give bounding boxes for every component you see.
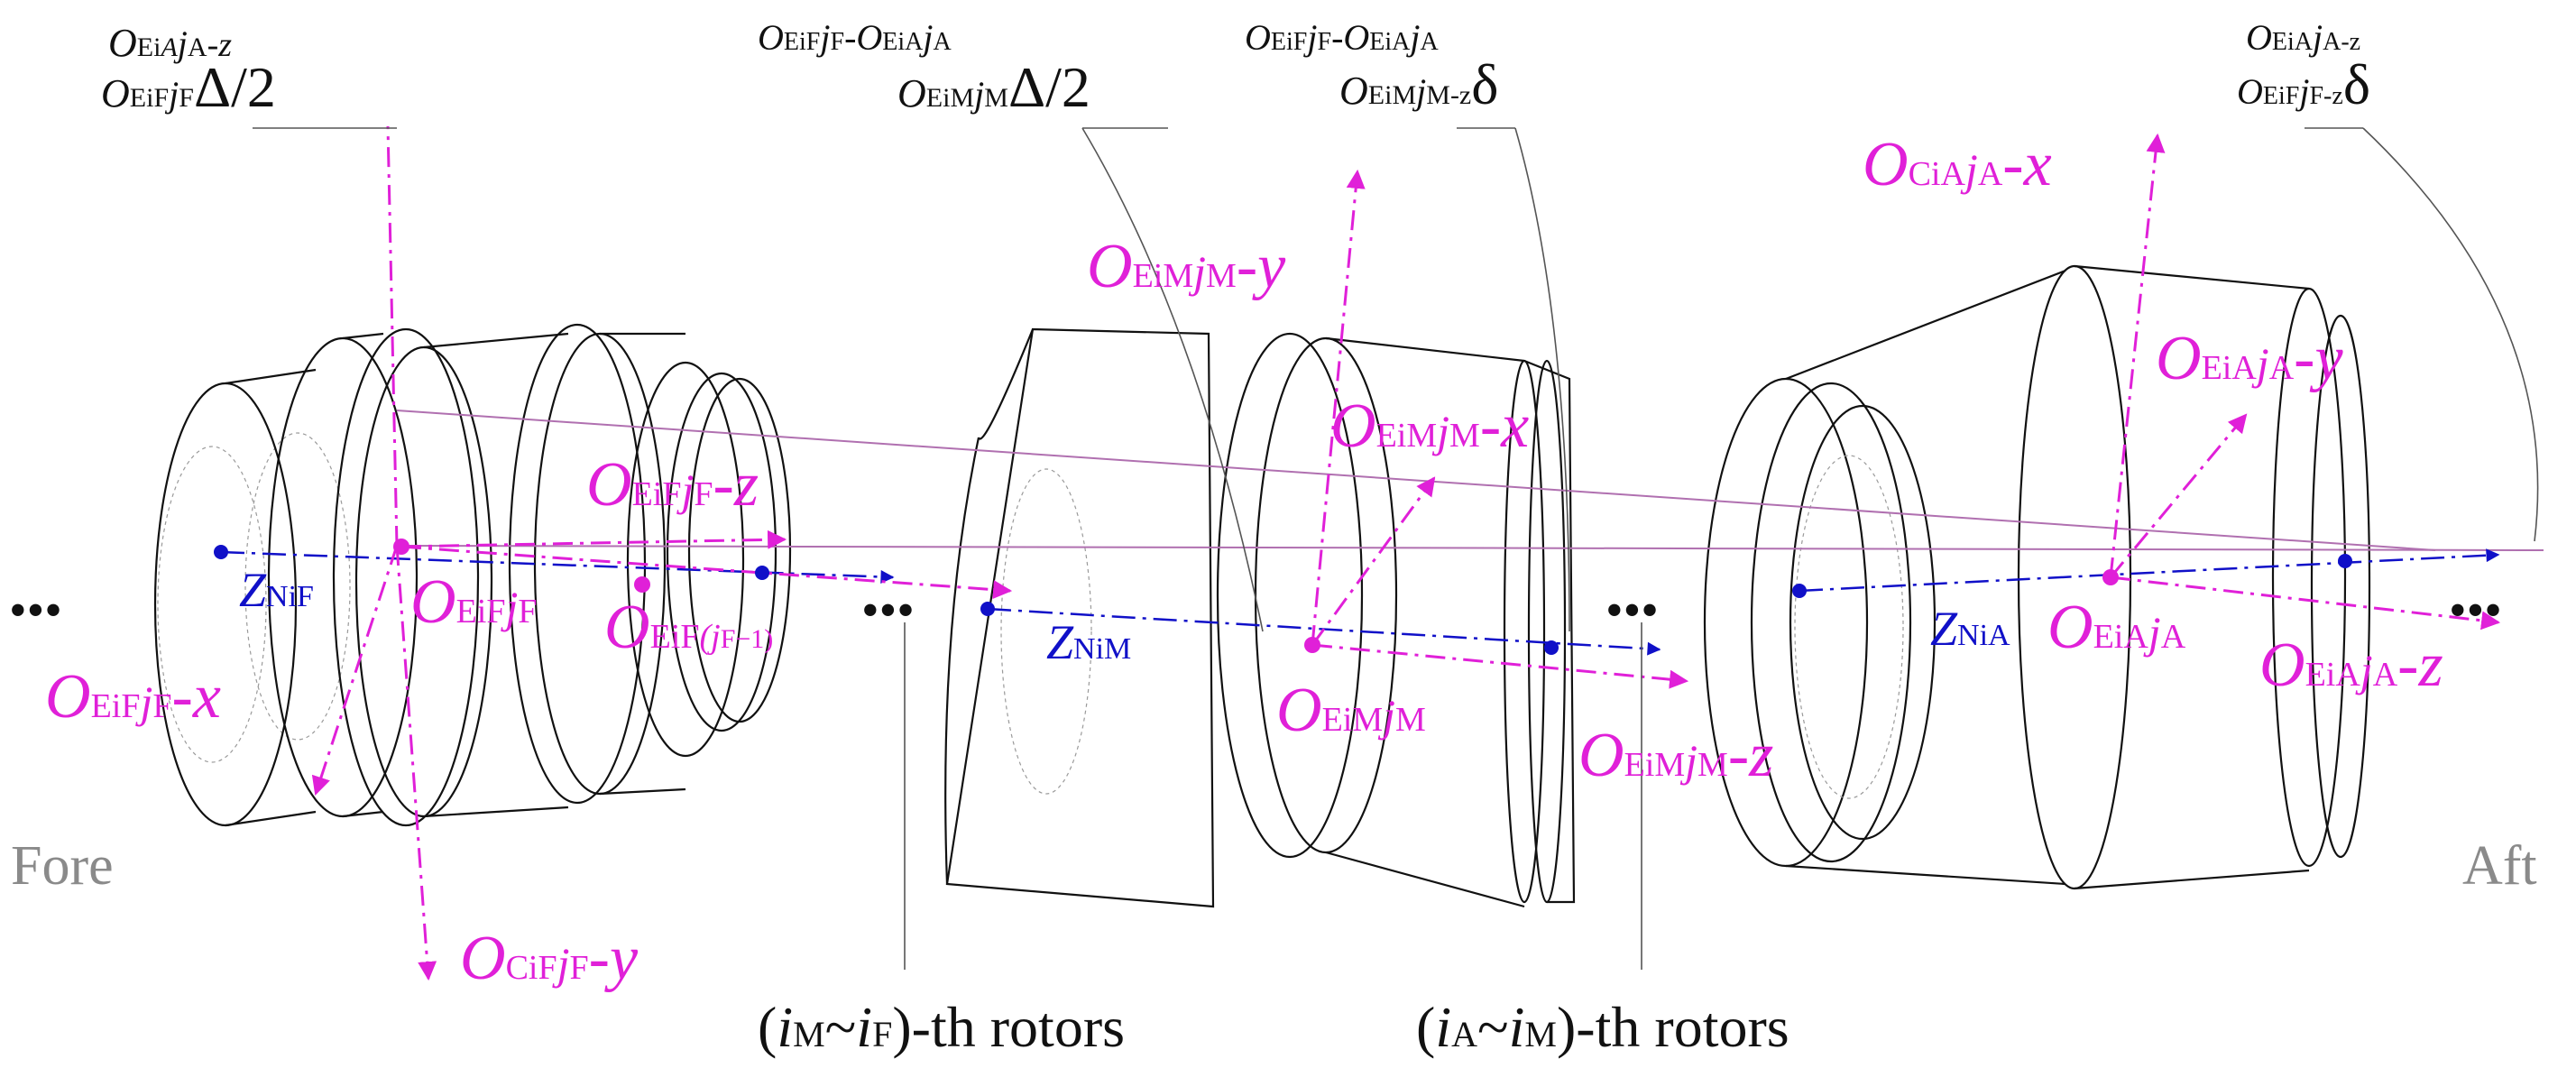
- svg-text:OEiAjA-z: OEiAjA-z: [2246, 17, 2360, 58]
- frame-ci-a-x: OCiAjA-x: [1863, 130, 2052, 199]
- frame-ei-f: OEiFjF: [410, 567, 538, 637]
- frame-ei-a: OEiAjA: [2047, 593, 2186, 662]
- rotors-a-m-label: (iA~iM)-th rotors: [1416, 995, 1789, 1059]
- svg-text:OEiMjMΔ/2: OEiMjMΔ/2: [897, 55, 1090, 119]
- frame-ei-m-y: OEiMjM-y: [1087, 232, 1286, 301]
- reference-lines: [220, 125, 2544, 981]
- annotation-mid-delta: OEiFjF-OEiAjA OEiMjMΔ/2: [758, 17, 1090, 119]
- frame-ci-f-y: OCiFjF-y: [460, 924, 639, 993]
- fore-label: Fore: [11, 835, 114, 897]
- middle-rotor-group: [944, 327, 1576, 908]
- svg-text:OEiAjA-z: OEiAjA-z: [108, 21, 232, 65]
- origin-z-na: [1792, 584, 1807, 598]
- axis-z-na: ZNiA: [1930, 602, 2010, 656]
- annotation-leaders: [253, 127, 2539, 970]
- ellipsis-left: •••: [9, 583, 62, 639]
- frame-ei-f-x: OEiFjF-x: [45, 662, 221, 732]
- frame-ei-a-z: OEiAjA-z: [2259, 631, 2443, 700]
- ellipsis-mid-right: •••: [1605, 583, 1659, 639]
- origin-e-a: [2102, 569, 2119, 585]
- origin-e-f: [393, 539, 409, 555]
- axis-z-nf: ZNiF: [239, 563, 314, 617]
- ellipsis-mid-left: •••: [861, 583, 915, 639]
- svg-text:OEiMjM-zδ: OEiMjM-zδ: [1339, 52, 1498, 116]
- frame-ei-m: OEiMjM: [1276, 676, 1426, 745]
- aft-label: Aft: [2462, 835, 2537, 897]
- origin-e-f-prev: [634, 576, 650, 593]
- origin-ea-blue: [2338, 554, 2352, 568]
- origin-z-nm: [980, 602, 995, 616]
- frame-ei-a-y: OEiAjA-y: [2156, 324, 2343, 393]
- annotation-fore-delta: OEiAjA-z OEiFjFΔ/2: [101, 21, 276, 119]
- svg-text:OEiFjF-OEiAjA: OEiFjF-OEiAjA: [1245, 17, 1440, 58]
- ellipsis-right: •••: [2449, 583, 2502, 639]
- origin-e-m: [1304, 637, 1320, 653]
- frame-ei-m-z: OEiMjM-z: [1578, 721, 1773, 790]
- origin-em-blue: [1544, 640, 1559, 655]
- annotation-aft-delta: OEiAjA-z OEiFjF-zδ: [2237, 17, 2370, 116]
- aft-rotor-group: [1703, 264, 2371, 890]
- svg-text:OEiFjF-OEiAjA: OEiFjF-OEiAjA: [758, 17, 952, 58]
- axis-z-nm: ZNiM: [1046, 615, 1131, 669]
- frame-ei-m-x: OEiMjM-x: [1330, 391, 1529, 461]
- rotors-m-f-label: (iM~iF)-th rotors: [758, 995, 1125, 1059]
- frame-ei-f-z: OEiFjF-z: [586, 450, 759, 520]
- annotation-mid-delta2: OEiFjF-OEiAjA OEiMjM-zδ: [1245, 17, 1498, 116]
- svg-text:OEiFjF-zδ: OEiFjF-zδ: [2237, 52, 2370, 116]
- frame-ei-f-prev: OEiF(jF−1): [604, 593, 773, 662]
- frame-origins: [214, 539, 2352, 655]
- origin-z-nf: [214, 545, 228, 559]
- origin-ef-blue: [755, 566, 769, 580]
- svg-text:OEiFjFΔ/2: OEiFjFΔ/2: [101, 55, 276, 119]
